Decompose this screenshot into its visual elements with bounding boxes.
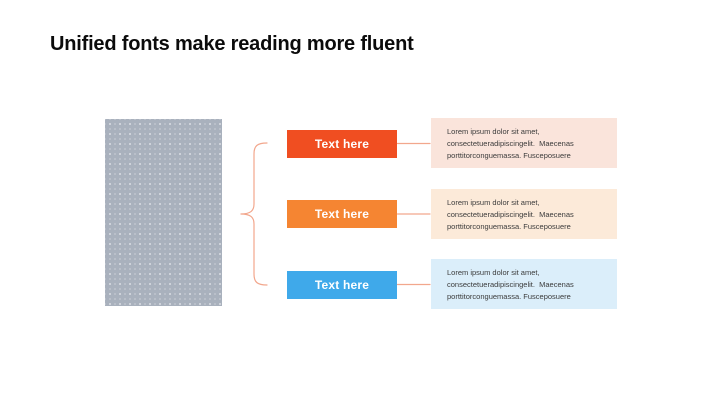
description-panel-2: Lorem ipsum dolor sit amet, consectetuer…: [431, 189, 617, 239]
label-shape-3: Text here: [287, 271, 397, 299]
description-panel-3-text: Lorem ipsum dolor sit amet, consectetuer…: [447, 268, 576, 301]
description-panel-1-text: Lorem ipsum dolor sit amet, consectetuer…: [447, 127, 576, 160]
label-shape-3-text: Text here: [314, 278, 370, 292]
slide-title: Unified fonts make reading more fluent: [50, 33, 414, 55]
brace-connector: [240, 142, 268, 286]
description-panel-1: Lorem ipsum dolor sit amet, consectetuer…: [431, 118, 617, 168]
image-placeholder: [105, 119, 222, 306]
description-panel-2-text: Lorem ipsum dolor sit amet, consectetuer…: [447, 198, 576, 231]
description-panel-3: Lorem ipsum dolor sit amet, consectetuer…: [431, 259, 617, 309]
label-shape-1-text: Text here: [314, 137, 370, 151]
label-shape-1: Text here: [287, 130, 397, 158]
label-shape-2: Text here: [287, 200, 397, 228]
label-shape-2-text: Text here: [314, 207, 370, 221]
